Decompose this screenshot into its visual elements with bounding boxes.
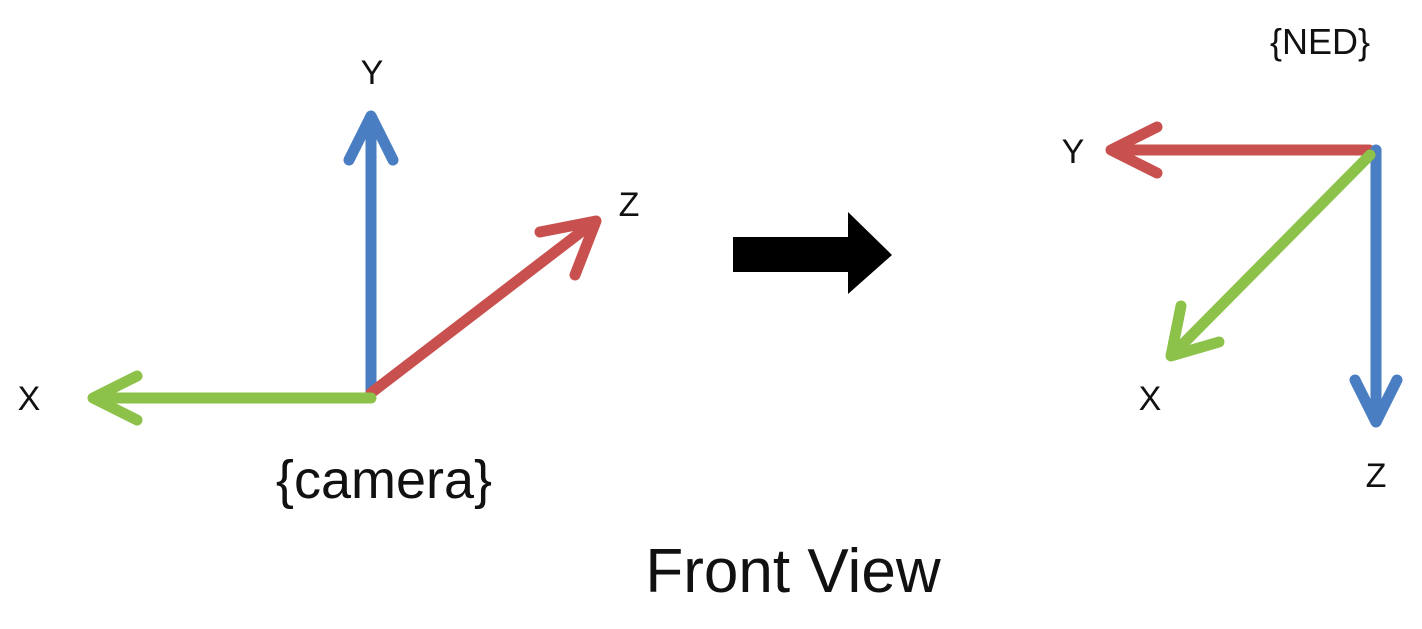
ned-z-label: Z [1366,457,1387,495]
ned-x-label: X [1139,380,1162,418]
ned-y-axis [1105,121,1375,179]
ned-y-label: Y [1062,133,1085,171]
camera-z-axis [365,215,602,399]
camera-frame: Y Z X {camera} [18,54,640,510]
ned-frame: {NED} Y X Z [1062,21,1403,495]
ned-frame-label: {NED} [1270,21,1370,62]
view-caption: Front View [645,537,940,606]
transform-arrow [733,212,892,294]
ned-x-axis [1165,149,1376,362]
camera-y-axis [343,110,399,399]
camera-y-label: Y [361,54,384,92]
camera-z-label: Z [619,186,640,224]
camera-x-axis [87,370,377,426]
camera-x-label: X [18,380,41,418]
camera-frame-label: {camera} [276,450,492,510]
ned-z-axis [1349,144,1403,428]
